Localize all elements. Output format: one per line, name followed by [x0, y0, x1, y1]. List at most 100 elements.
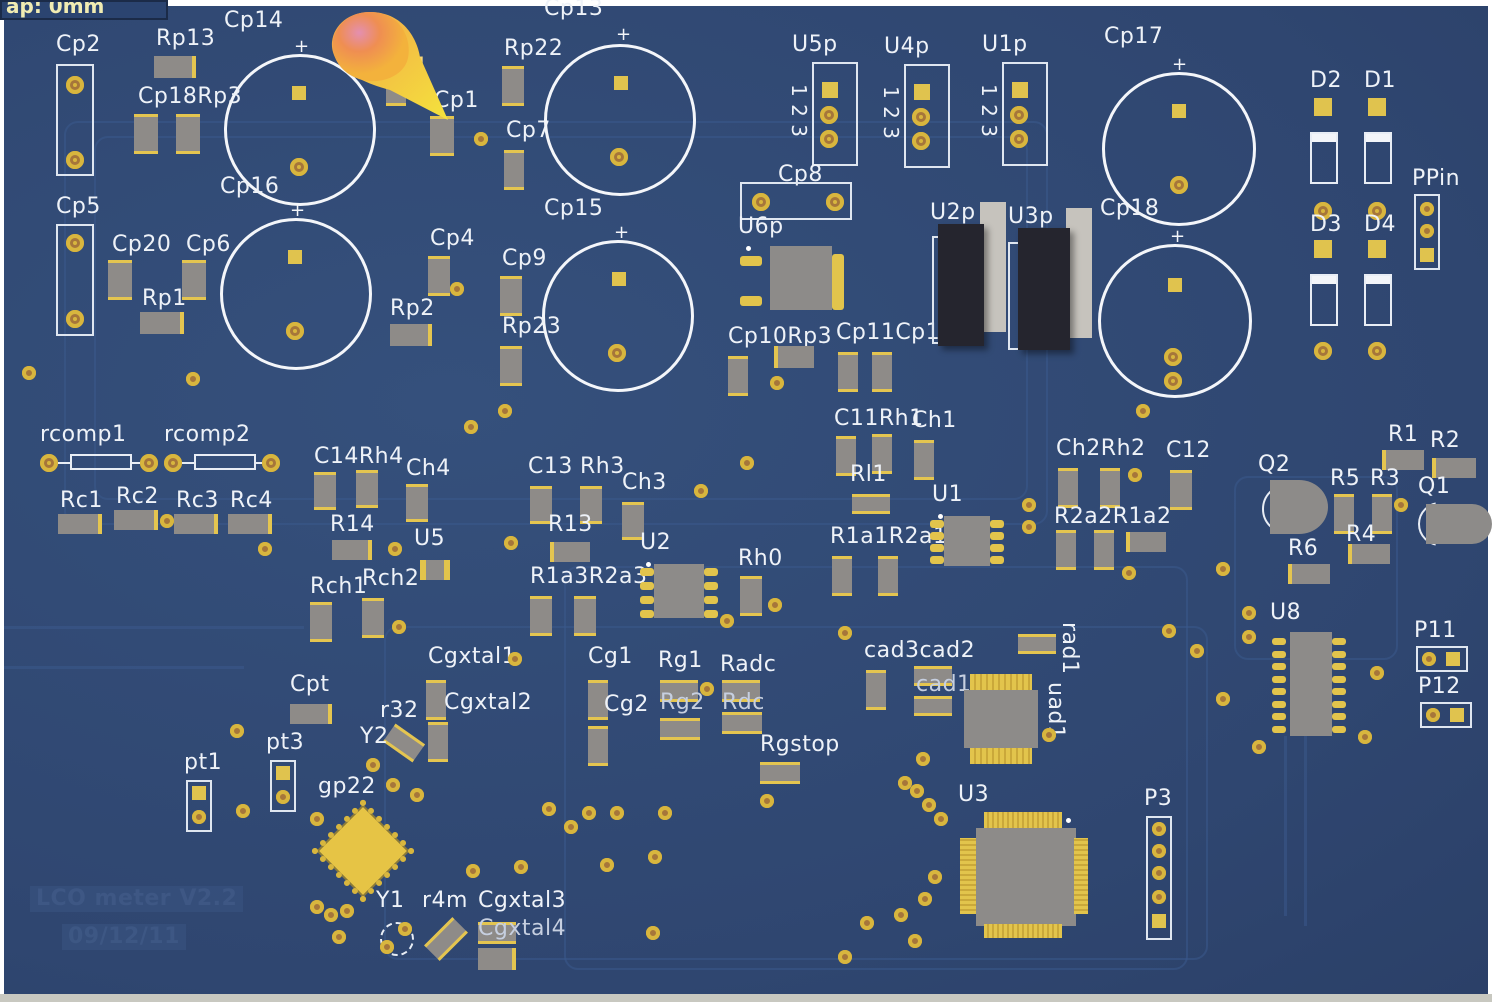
cp2-outline[interactable] — [56, 64, 94, 176]
cp17-capacitor-outline[interactable] — [1102, 72, 1256, 226]
rp23-resistor[interactable] — [500, 346, 522, 386]
rl1-resistor[interactable] — [852, 494, 890, 514]
cgxtal2-capacitor[interactable] — [428, 722, 448, 762]
rch1-resistor[interactable] — [310, 602, 332, 642]
ppin-header[interactable] — [1414, 194, 1440, 270]
r3-resistor[interactable] — [1372, 494, 1392, 534]
rg2-resistor[interactable] — [660, 718, 700, 740]
cad3-capacitor[interactable] — [866, 670, 886, 710]
cgxtal3-capacitor[interactable] — [478, 922, 516, 944]
ch2-capacitor[interactable] — [1058, 468, 1078, 508]
r2a2-resistor[interactable] — [1056, 530, 1076, 570]
rcomp1-resistor[interactable] — [70, 454, 132, 470]
cp1-capacitor[interactable] — [430, 116, 454, 156]
cg1-capacitor[interactable] — [588, 680, 608, 720]
r14-resistor[interactable] — [332, 540, 372, 560]
u2-ic[interactable] — [654, 564, 704, 618]
rc1-resistor[interactable] — [58, 514, 102, 534]
cp18-capacitor-outline[interactable] — [1098, 244, 1252, 398]
c11-capacitor[interactable] — [836, 436, 856, 476]
u3-microcontroller[interactable] — [976, 828, 1076, 926]
cp12-capacitor[interactable] — [872, 352, 892, 392]
rp3-resistor[interactable] — [176, 114, 200, 154]
d2-diode[interactable] — [1310, 132, 1338, 184]
r1a1-resistor[interactable] — [832, 556, 852, 596]
d3-diode[interactable] — [1310, 274, 1338, 326]
radc-resistor[interactable] — [722, 680, 760, 702]
cpt-capacitor[interactable] — [290, 704, 332, 724]
c14-capacitor[interactable] — [314, 472, 336, 510]
rh4-resistor[interactable] — [356, 470, 378, 508]
u5-ic[interactable] — [420, 560, 450, 580]
cp6-capacitor[interactable] — [182, 260, 206, 300]
cg2-capacitor[interactable] — [588, 726, 608, 766]
cgxtal4-capacitor[interactable] — [478, 948, 516, 970]
rcomp2-resistor[interactable] — [194, 454, 256, 470]
r1a3-resistor[interactable] — [530, 596, 552, 636]
rg1-resistor[interactable] — [660, 680, 698, 702]
q1-transistor[interactable] — [1426, 504, 1492, 544]
rp3-resistor-b[interactable] — [774, 346, 814, 368]
cp14-capacitor-outline[interactable] — [224, 54, 376, 206]
rh1-resistor[interactable] — [872, 434, 892, 474]
cp8-outline[interactable] — [740, 182, 852, 220]
q2-transistor[interactable] — [1270, 480, 1328, 534]
p11-header[interactable] — [1416, 646, 1468, 672]
d1-diode[interactable] — [1364, 132, 1392, 184]
rc2-resistor[interactable] — [114, 510, 158, 530]
ch1-capacitor[interactable] — [914, 440, 934, 480]
p12-header[interactable] — [1420, 702, 1472, 728]
r2-resistor[interactable] — [1432, 458, 1476, 478]
cp13-capacitor-outline[interactable] — [544, 44, 696, 196]
rh3-resistor[interactable] — [580, 486, 602, 524]
pt3-header[interactable] — [270, 760, 296, 812]
u5p-header[interactable] — [812, 62, 858, 166]
rp14-resistor[interactable] — [140, 312, 184, 334]
rdc-resistor[interactable] — [722, 712, 762, 734]
rp2-resistor[interactable] — [390, 324, 432, 346]
c12-capacitor[interactable] — [1170, 470, 1192, 510]
cp15-capacitor-outline[interactable] — [542, 240, 694, 392]
cp16-capacitor-outline[interactable] — [220, 218, 372, 370]
r2a1-resistor[interactable] — [878, 556, 898, 596]
d4-diode[interactable] — [1364, 274, 1392, 326]
cp20-capacitor[interactable] — [108, 260, 132, 300]
rp13-resistor[interactable] — [154, 56, 196, 78]
ra2-resistor[interactable] — [1126, 532, 1166, 552]
pcb-board[interactable]: LCO meter V2.2 09/12/11 Cp2 Rp13 Cp14 + … — [4, 0, 1492, 996]
rh2-resistor[interactable] — [1100, 468, 1120, 508]
cp9-capacitor[interactable] — [500, 276, 522, 316]
p3-header[interactable] — [1146, 816, 1172, 940]
r2a3-resistor[interactable] — [574, 596, 596, 636]
u6p-regulator[interactable] — [770, 246, 832, 310]
r1-resistor[interactable] — [1382, 450, 1424, 470]
ch4-capacitor[interactable] — [406, 484, 428, 522]
r4-resistor[interactable] — [1348, 544, 1390, 564]
r1a2-resistor[interactable] — [1094, 530, 1114, 570]
rad1-resistor[interactable] — [1018, 634, 1056, 654]
c13-capacitor[interactable] — [530, 486, 552, 524]
r13-resistor[interactable] — [550, 542, 590, 562]
cad1-capacitor[interactable] — [914, 696, 952, 716]
cp18-capacitor[interactable] — [134, 114, 158, 154]
rp22-resistor[interactable] — [502, 66, 524, 106]
cp10-capacitor[interactable] — [728, 356, 748, 396]
cp7-capacitor[interactable] — [504, 150, 524, 190]
u4p-header[interactable] — [904, 64, 950, 168]
ch3-capacitor[interactable] — [622, 502, 644, 540]
u2p-regulator[interactable] — [938, 224, 984, 346]
uad1-ic[interactable] — [964, 690, 1038, 748]
rch2-resistor[interactable] — [362, 598, 384, 638]
u1p-header[interactable] — [1002, 62, 1048, 166]
cad2-capacitor[interactable] — [914, 666, 952, 686]
u1-ic[interactable] — [944, 516, 990, 566]
rc3-resistor[interactable] — [174, 514, 218, 534]
cgxtal1-capacitor[interactable] — [426, 680, 446, 720]
cp5-outline[interactable] — [56, 224, 94, 336]
r6-resistor[interactable] — [1288, 564, 1330, 584]
y1-crystal-outline[interactable] — [380, 922, 414, 956]
rc4-resistor[interactable] — [228, 514, 272, 534]
cp4-capacitor[interactable] — [428, 256, 450, 296]
cp11-capacitor[interactable] — [838, 352, 858, 392]
